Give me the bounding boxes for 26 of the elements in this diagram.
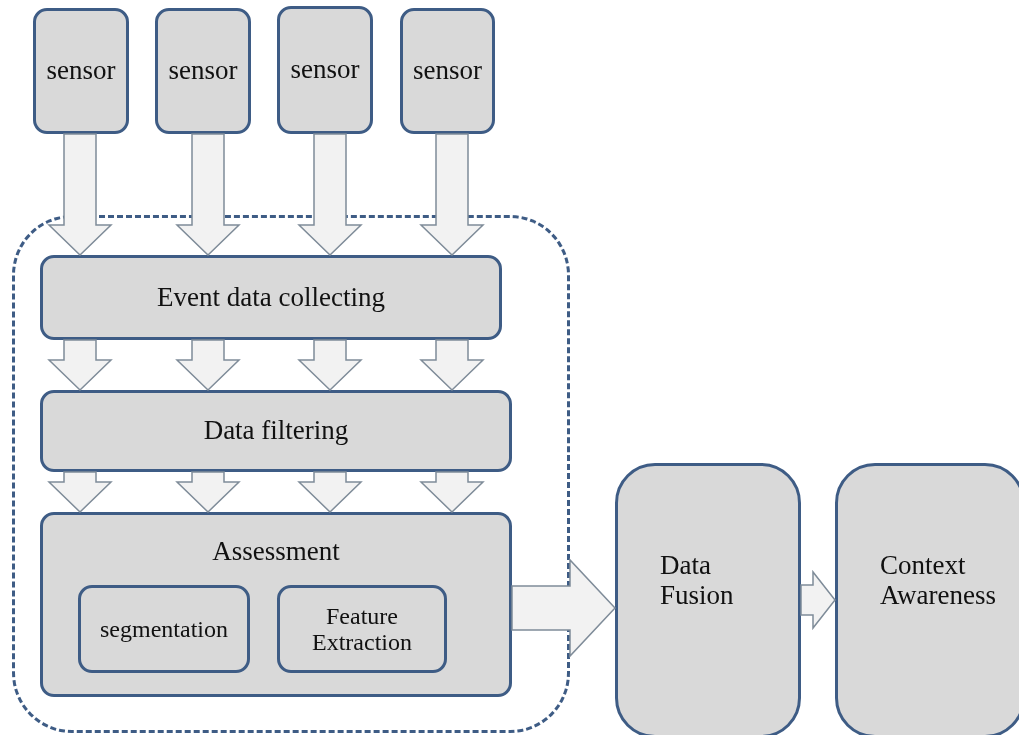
process-box: sensor bbox=[155, 8, 251, 134]
block-arrow bbox=[419, 471, 485, 514]
process-box: Data filtering bbox=[40, 390, 512, 472]
block-arrow bbox=[419, 133, 485, 257]
block-arrow bbox=[175, 133, 241, 257]
block-arrow bbox=[175, 471, 241, 514]
process-box: Assessment segmentation Feature Extraction bbox=[40, 512, 512, 697]
block-arrow bbox=[297, 133, 363, 257]
block-arrow bbox=[511, 558, 617, 658]
process-box: Context Awareness bbox=[835, 463, 1019, 735]
block-arrow bbox=[297, 339, 363, 392]
process-box: sensor bbox=[33, 8, 129, 134]
process-box: Data Fusion bbox=[615, 463, 801, 735]
process-box: segmentation bbox=[78, 585, 250, 673]
process-box: Feature Extraction bbox=[277, 585, 447, 673]
block-arrow bbox=[297, 471, 363, 514]
process-box: sensor bbox=[400, 8, 495, 134]
dashed-group-border bbox=[12, 215, 570, 733]
block-arrow bbox=[800, 569, 836, 631]
process-box: Event data collecting bbox=[40, 255, 502, 340]
block-arrow bbox=[47, 133, 113, 257]
block-arrow bbox=[47, 339, 113, 392]
block-arrow bbox=[47, 471, 113, 514]
block-arrow bbox=[419, 339, 485, 392]
process-box: sensor bbox=[277, 6, 373, 134]
block-arrow bbox=[175, 339, 241, 392]
